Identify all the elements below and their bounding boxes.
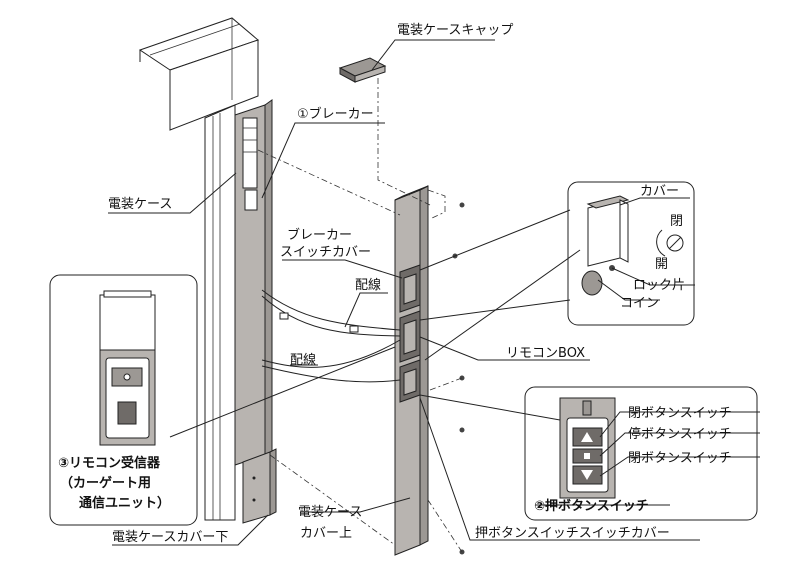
label-case-cover-upper-line1: 電装ケース — [298, 505, 362, 520]
label-case-cover-upper-line2: カバー上 — [300, 526, 352, 541]
label-receiver-line3: 通信ユニット） — [79, 495, 170, 511]
leader-lines — [108, 39, 760, 546]
case-cover-lower — [242, 448, 277, 524]
electrical-case — [234, 99, 273, 466]
label-coin: コイン — [620, 296, 659, 311]
label-breaker-cover-line1: ブレーカー — [287, 227, 352, 243]
label-case-cap: 電装ケースキャップ — [397, 23, 513, 38]
coin-lock-inset — [567, 181, 695, 326]
label-receiver-line2: （カーゲート用 — [60, 475, 151, 491]
assembly-lines — [257, 78, 463, 553]
remote-box-group — [399, 264, 421, 403]
label-receiver-line1: ③リモコン受信器 — [58, 455, 161, 471]
receiver-inset — [49, 274, 198, 526]
label-wiring-upper: 配線 — [355, 277, 381, 293]
label-push-switch-cover: 押ボタンスイッチスイッチカバー — [475, 526, 670, 541]
label-electrical-case: 電装ケース — [108, 197, 172, 212]
label-case-cover-lower: 電装ケースカバー下 — [112, 530, 228, 545]
label-breaker: ①ブレーカー — [297, 106, 374, 122]
label-push-switch: ②押ボタンスイッチ — [534, 498, 649, 514]
label-stop-switch: 停ボタンスイッチ — [628, 426, 732, 442]
push-button-inset — [524, 386, 758, 521]
label-close-mark: 閉 — [670, 214, 683, 229]
label-cover: カバー — [640, 184, 679, 199]
label-open-switch: 閉ボタンスイッチ — [628, 451, 732, 466]
label-close-switch: 閉ボタンスイッチ — [628, 406, 732, 421]
gate-post-frame — [138, 17, 259, 521]
label-wiring-lower: 配線 — [290, 352, 316, 368]
label-lock-piece: ロック片 — [633, 278, 685, 293]
label-breaker-cover-line2: スイッチカバー — [280, 245, 371, 260]
screws — [452, 202, 465, 555]
label-remote-box: リモコンBOX — [506, 346, 585, 361]
case-cap — [338, 57, 387, 83]
wiring — [261, 289, 401, 383]
label-open-mark: 開 — [655, 257, 668, 272]
